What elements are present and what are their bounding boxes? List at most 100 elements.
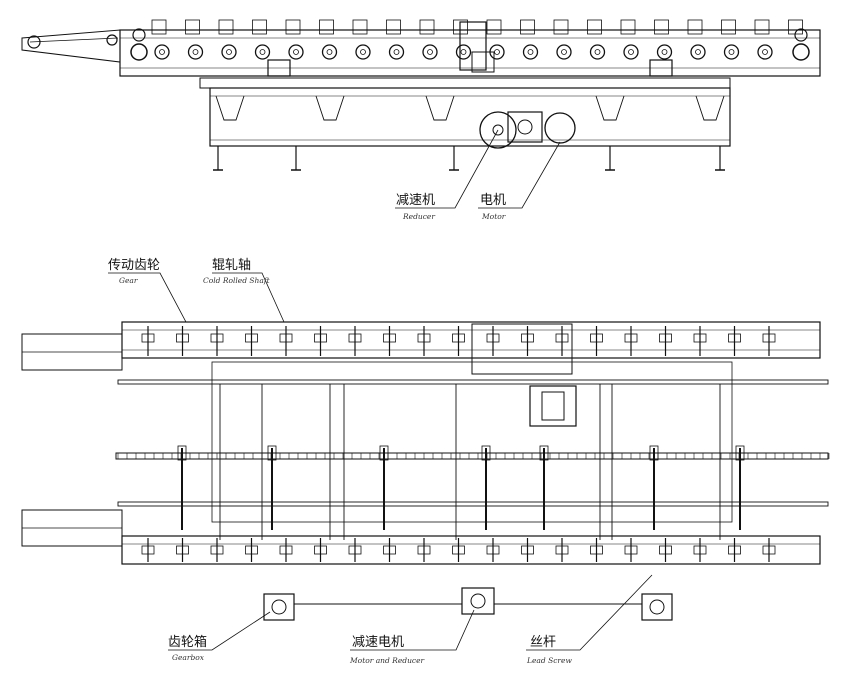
shaft-bearing <box>762 545 776 555</box>
shaft-bearing <box>486 333 500 343</box>
roll-stand <box>687 19 703 35</box>
screw-nut <box>481 445 491 461</box>
forming-roll <box>355 44 371 60</box>
roll-stand <box>285 19 301 35</box>
shaft-bearing <box>555 545 569 555</box>
roll-stand <box>620 19 636 35</box>
roll-stand <box>721 19 736 35</box>
roll-stand <box>252 19 267 35</box>
drive-chain <box>115 452 829 460</box>
screw-nut <box>267 445 277 461</box>
reducer-pulley <box>479 111 517 149</box>
label-lead-screw-en: Lead Screw <box>526 656 572 665</box>
roll-hub <box>460 49 467 55</box>
shaft-bearing <box>245 545 258 555</box>
lower-roll-rail <box>121 535 821 565</box>
shaft-bearing <box>486 545 500 555</box>
shaft-bearing <box>383 333 396 343</box>
shaft-bearing <box>417 333 431 343</box>
roll-hub <box>326 49 333 55</box>
label-motor-reducer-en: Motor and Reducer <box>349 656 425 665</box>
label-gear-en: Gear <box>119 276 138 285</box>
shaft-bearing <box>590 545 603 555</box>
roll-hub <box>527 49 534 55</box>
shaft-bearing <box>452 545 465 555</box>
forming-roll <box>757 44 773 60</box>
shaft-bearing <box>279 333 293 343</box>
elevation-view: 减速机 Reducer 电机 Motor <box>21 19 821 221</box>
label-motor-en: Motor <box>481 212 506 221</box>
shaft-bearing <box>348 333 362 343</box>
label-gearbox-en: Gearbox <box>172 653 205 662</box>
roll-hub <box>695 49 701 55</box>
forming-roll <box>288 44 304 60</box>
roll-hub <box>360 49 366 55</box>
forming-roll <box>455 44 472 60</box>
base-leg <box>595 95 625 121</box>
roll-stand <box>754 19 770 35</box>
roll-stand <box>319 19 334 35</box>
roll-hub <box>159 49 165 55</box>
roll-hub <box>293 49 299 55</box>
base-leg <box>215 95 245 121</box>
shaft-bearing <box>314 333 327 343</box>
motor-body <box>544 112 576 144</box>
roll-stand <box>520 19 535 35</box>
shaft-bearing <box>624 333 638 343</box>
forming-roll <box>221 44 237 60</box>
label-motor-reducer-cn: 减速电机 <box>352 635 404 650</box>
roll-hub <box>762 49 768 55</box>
roll-hub <box>393 49 400 55</box>
roll-stand <box>352 19 368 35</box>
shaft-bearing <box>521 333 534 343</box>
motor-reducer-box <box>461 587 495 615</box>
label-reducer-cn: 减速机 <box>396 193 435 208</box>
label-shaft-cn: 辊轧轴 <box>212 258 251 273</box>
shaft-bearing <box>452 333 465 343</box>
shaft-bearing <box>693 333 707 343</box>
shaft-bearing <box>590 333 603 343</box>
label-lead-screw-cn: 丝杆 <box>530 635 556 650</box>
roll-hub <box>226 49 232 55</box>
roll-stand <box>654 19 669 35</box>
base-leg <box>695 95 725 121</box>
shaft-bearing <box>624 545 638 555</box>
roll-stand <box>151 19 167 35</box>
shaft-bearing <box>141 545 155 555</box>
shaft-bearing <box>348 545 362 555</box>
forming-roll <box>656 44 673 60</box>
label-gearbox-cn: 齿轮箱 <box>168 634 207 650</box>
screw-nut <box>539 445 549 461</box>
label-shaft-en: Cold Rolled Shaft <box>203 276 271 285</box>
shaft-bearing <box>383 545 396 555</box>
shaft-bearing <box>693 545 707 555</box>
shaft-bearing <box>417 545 431 555</box>
shaft-bearing <box>521 545 534 555</box>
forming-roll <box>589 44 606 60</box>
roll-stand <box>587 19 602 35</box>
roll-hub <box>728 49 735 55</box>
shaft-bearing <box>659 545 672 555</box>
roll-hub <box>594 49 601 55</box>
label-reducer-en: Reducer <box>402 212 435 221</box>
roll-hub <box>628 49 634 55</box>
roll-stand <box>419 19 435 35</box>
forming-roll <box>321 44 338 60</box>
forming-roll <box>522 44 539 60</box>
shaft-bearing <box>176 333 189 343</box>
forming-roll <box>690 44 706 60</box>
roll-hub <box>561 49 567 55</box>
shaft-bearing <box>279 545 293 555</box>
shaft-bearing <box>555 333 569 343</box>
roll-stand <box>386 19 401 35</box>
plan-view: 传动齿轮 Gear 辊轧轴 Cold Rolled Shaft 齿轮箱 Gear… <box>21 258 830 665</box>
screw-nut <box>649 445 659 461</box>
shaft-bearing <box>210 545 224 555</box>
roll-stand <box>185 19 200 35</box>
screw-nut <box>379 445 389 461</box>
entry-conveyor <box>21 29 121 63</box>
base-leg <box>315 95 345 121</box>
base-frame <box>209 87 731 147</box>
shaft-bearing <box>141 333 155 343</box>
